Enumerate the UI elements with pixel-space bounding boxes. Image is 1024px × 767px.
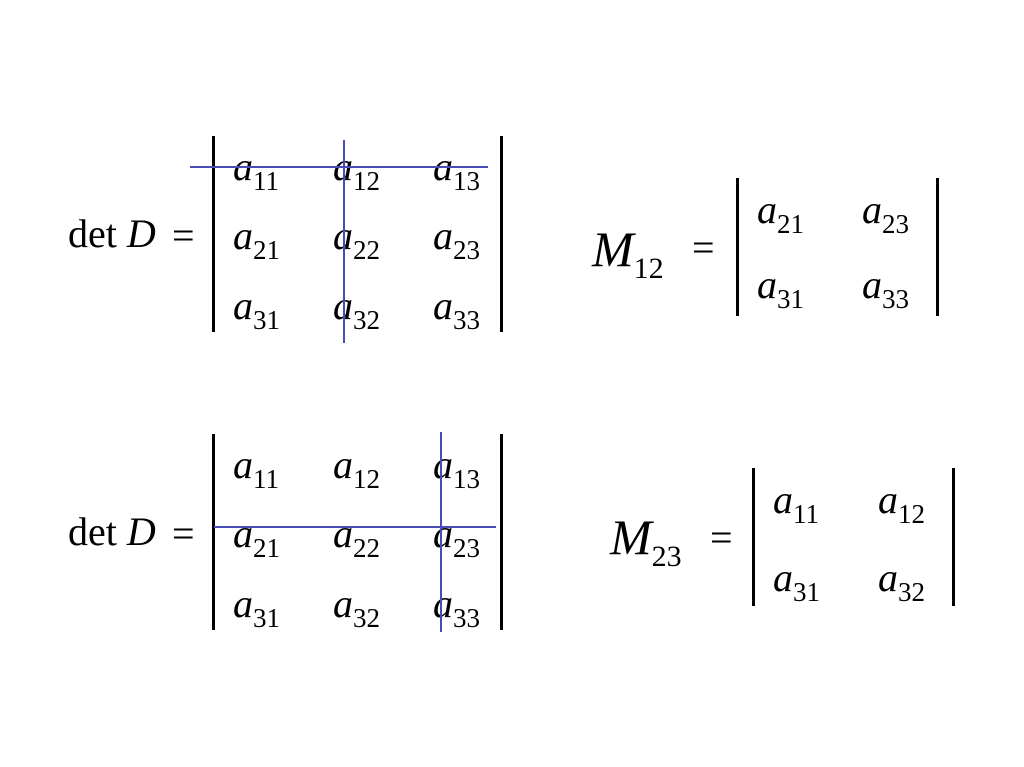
matrix-entry: a32	[878, 555, 925, 607]
strike-column-line	[440, 432, 442, 632]
matrix-entry: a32	[333, 286, 380, 335]
strike-column-line	[343, 140, 345, 343]
matrix-entry: a12	[333, 442, 380, 494]
matrix-entry: a12	[878, 477, 925, 529]
det-label: det D	[68, 211, 156, 256]
matrix-entry: a23	[433, 511, 480, 563]
matrix-entry: a21	[233, 511, 280, 563]
matrix-entry: a11	[233, 442, 279, 494]
matrix-entry: a32	[333, 581, 380, 633]
matrix-entry: a33	[433, 283, 480, 335]
matrix-entry: a23	[862, 187, 909, 239]
determinant-left-bar	[212, 136, 215, 332]
determinant-left-bar	[212, 434, 215, 630]
matrix-entry: a11	[773, 477, 819, 529]
strike-row-line	[214, 526, 496, 528]
determinant-right-bar	[500, 136, 503, 332]
matrix-entry: a22	[333, 511, 380, 563]
matrix-entry: a31	[233, 581, 280, 633]
matrix-entry: a31	[233, 283, 280, 335]
determinant-right-bar	[500, 434, 503, 630]
determinant-left-bar	[752, 468, 755, 606]
matrix-entry: a22	[333, 216, 380, 265]
determinant-right-bar	[936, 178, 939, 316]
determinant-left-bar	[736, 178, 739, 316]
matrix-entry: a33	[862, 262, 909, 314]
matrix-entry: a31	[757, 262, 804, 314]
equals-sign: =	[710, 515, 733, 560]
strike-row-line	[190, 166, 488, 168]
minor-label: M12	[592, 221, 664, 285]
matrix-entry: a13	[433, 442, 480, 494]
minor-label: M23	[610, 509, 682, 573]
matrix-entry: a33	[433, 581, 480, 633]
determinant-right-bar	[952, 468, 955, 606]
det-label: det D	[68, 509, 156, 554]
equals-sign: =	[692, 225, 715, 270]
matrix-entry: a23	[433, 213, 480, 265]
equals-sign: =	[172, 511, 195, 556]
matrix-entry: a31	[773, 555, 820, 607]
equals-sign: =	[172, 213, 195, 258]
matrix-entry: a21	[757, 187, 804, 239]
matrix-entry: a21	[233, 213, 280, 265]
